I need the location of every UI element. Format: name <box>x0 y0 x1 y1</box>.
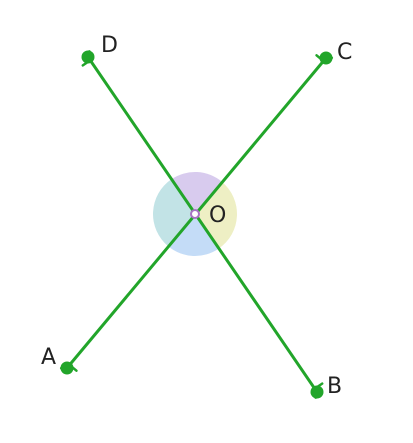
label-a: A <box>41 345 56 370</box>
label-o: O <box>209 203 226 228</box>
label-b: B <box>327 374 342 399</box>
angle-sector-bottom <box>168 214 219 257</box>
label-d: D <box>101 33 118 58</box>
line-d-b <box>86 55 319 394</box>
center-point-o[interactable] <box>190 209 200 219</box>
tick-d <box>81 50 94 67</box>
label-c: C <box>337 40 352 65</box>
angle-sector-left <box>153 179 195 247</box>
tick-a <box>59 362 78 372</box>
angle-sector-right <box>195 181 238 249</box>
angle-sector-top <box>171 172 223 214</box>
tick-b <box>311 382 324 399</box>
tick-c <box>315 54 334 64</box>
